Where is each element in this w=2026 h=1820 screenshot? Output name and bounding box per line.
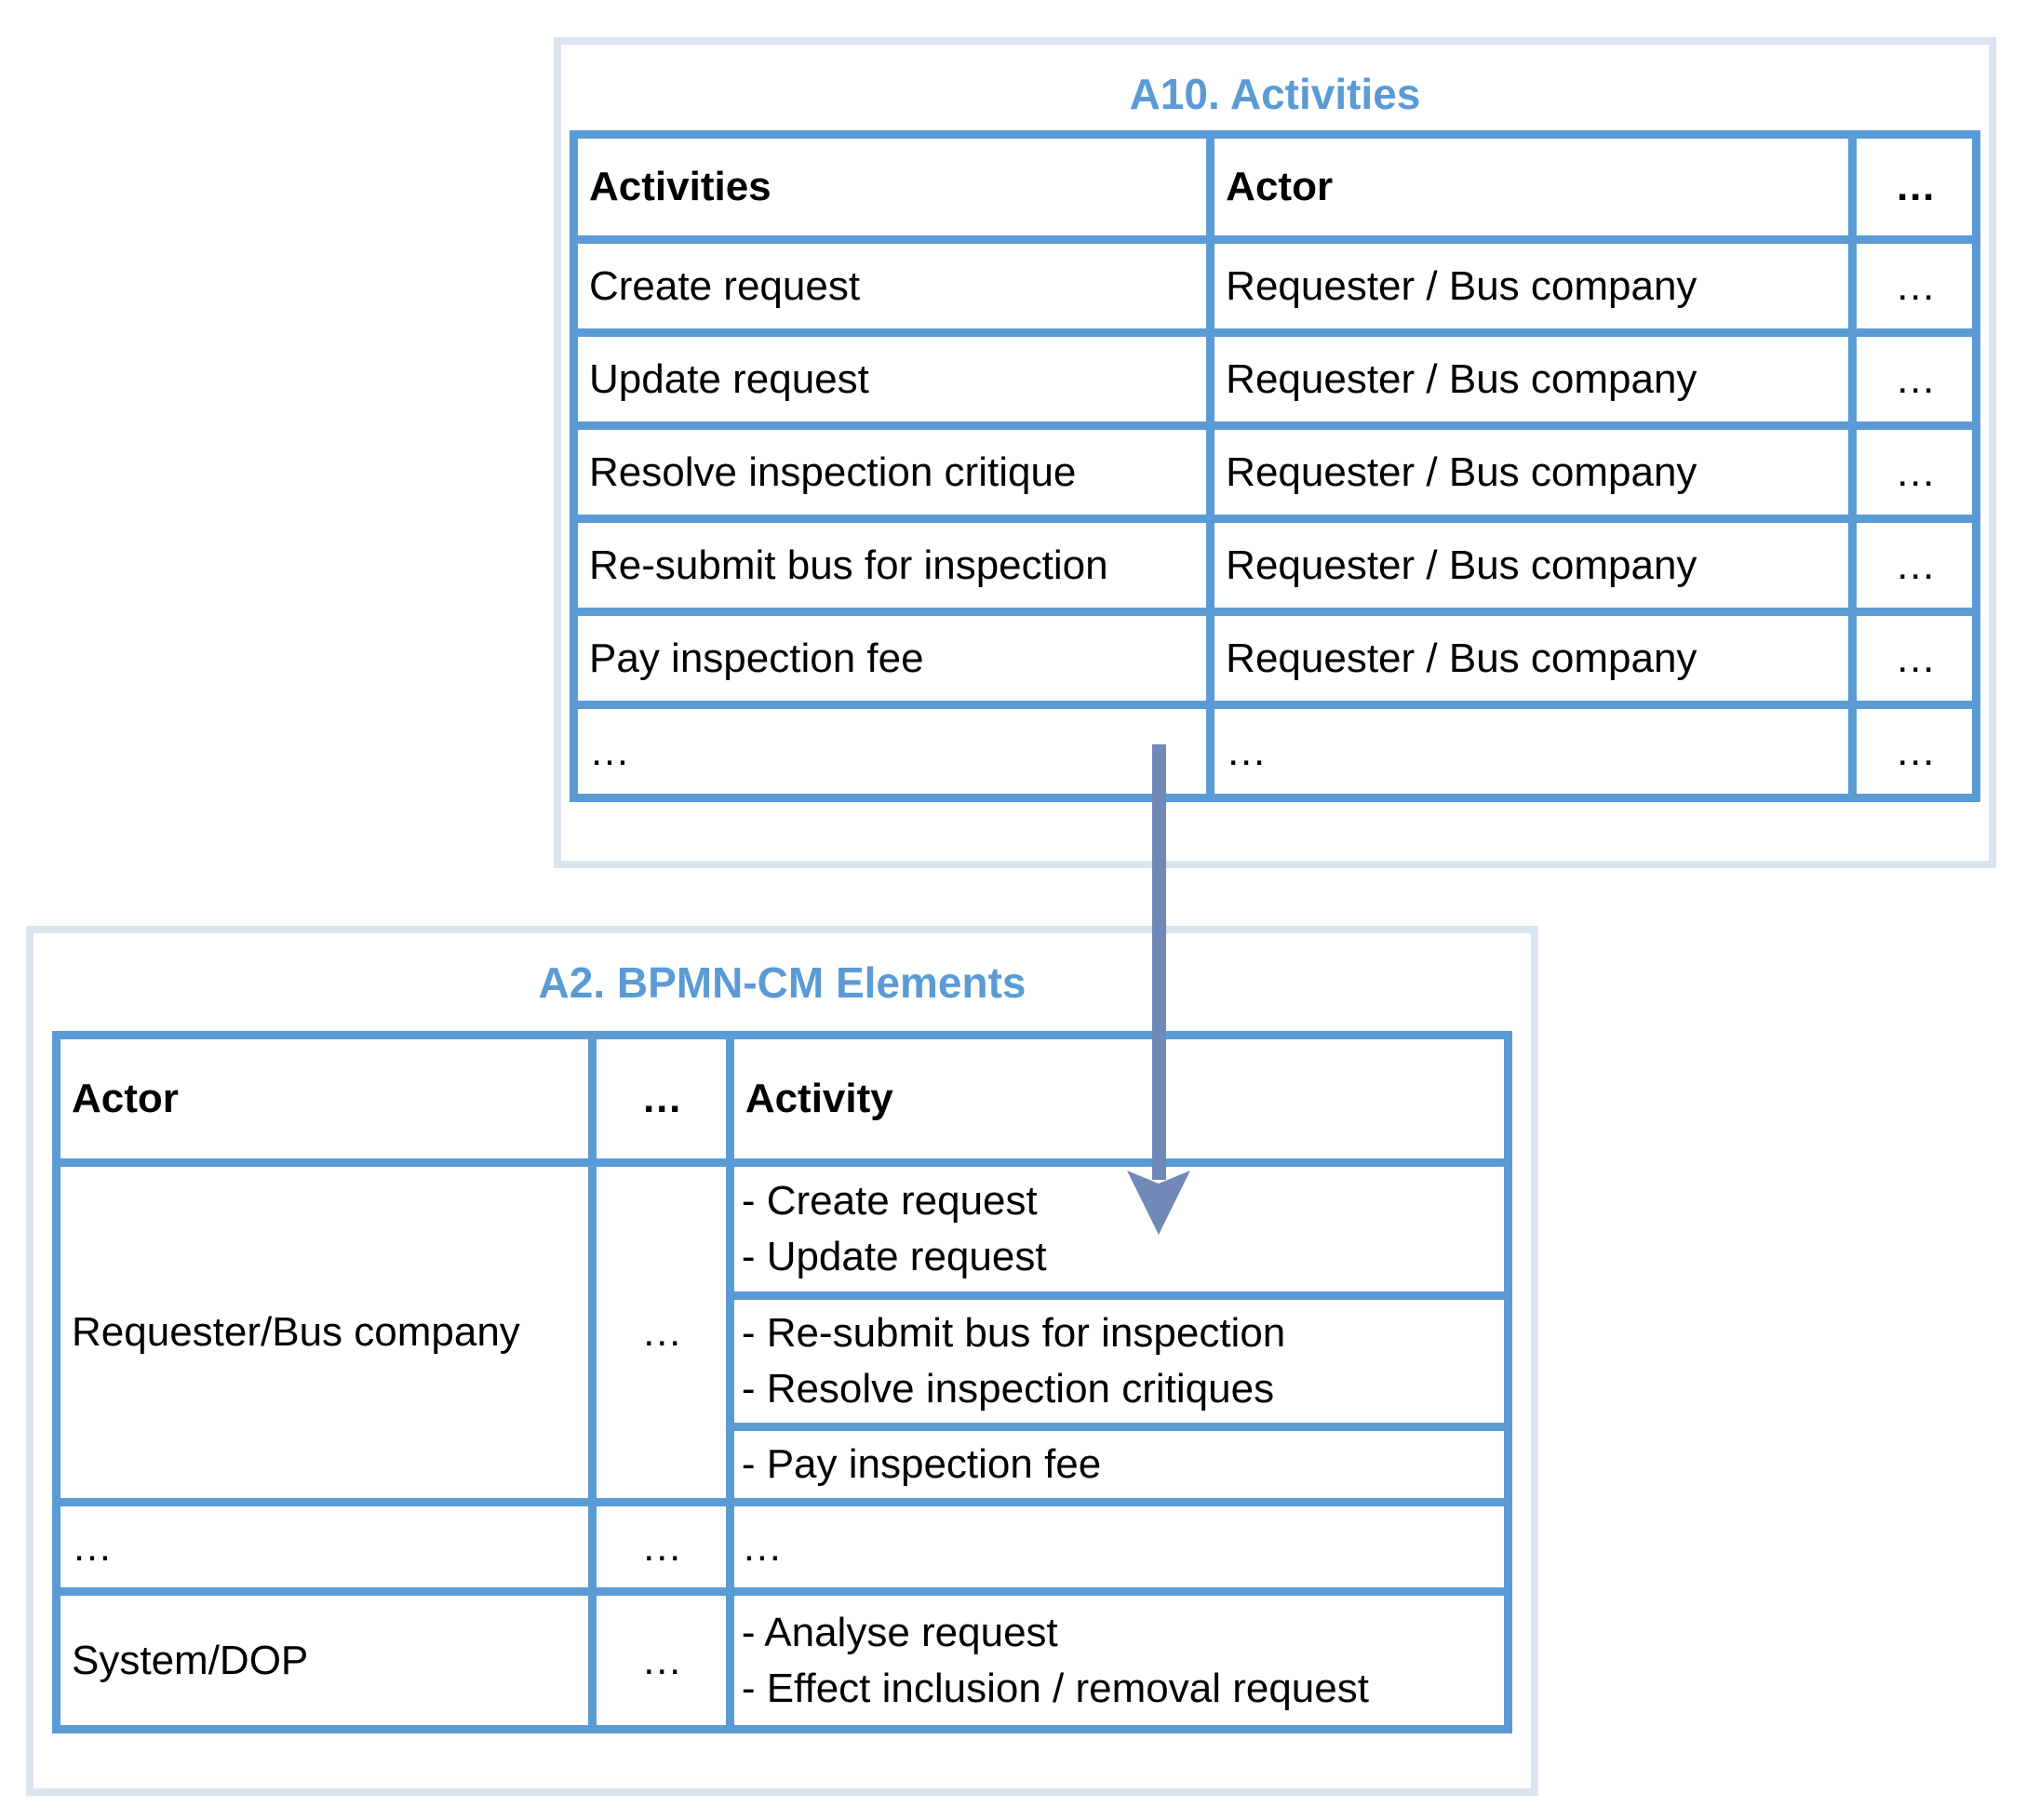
activity-group-cell: - Create request - Update request xyxy=(725,1158,1513,1300)
activity-line: - Resolve inspection critiques xyxy=(741,1366,1275,1412)
requester-row-activities-2: - Re-submit bus for inspection - Resolve… xyxy=(57,1291,1513,1431)
table-row: Re-submit bus for inspection Requester /… xyxy=(569,515,1980,616)
bpmn-header-row: Actor … Activity xyxy=(52,1031,1513,1167)
ellipsis-cell: … xyxy=(1848,328,1980,430)
header-activities: Activities xyxy=(569,130,1215,244)
actor-cell: … xyxy=(1206,701,1858,802)
actor-cell: Requester / Bus company xyxy=(1206,515,1858,616)
actor-cell: Requester/Bus company xyxy=(52,1158,597,1506)
activity-line: - Effect inclusion / removal request xyxy=(741,1665,1369,1711)
actor-cell: Requester / Bus company xyxy=(1206,235,1858,337)
table-row: Resolve inspection critique Requester / … xyxy=(569,422,1980,523)
ellipsis-cell: … xyxy=(1848,701,1980,802)
activity-line: - Re-submit bus for inspection xyxy=(741,1310,1286,1356)
activity-cell: Update request xyxy=(569,328,1215,430)
requester-row: Requester/Bus company … - Create request… xyxy=(52,1158,1513,1506)
bpmn-cm-panel-title: A2. BPMN-CM Elements xyxy=(538,958,1026,1007)
table-row: Pay inspection fee Requester / Bus compa… xyxy=(569,608,1980,709)
header-activity: Activity xyxy=(725,1031,1513,1167)
activity-group-cell: … xyxy=(725,1498,1513,1596)
ellipsis-row: … … … xyxy=(52,1498,1513,1596)
header-actor: Actor xyxy=(52,1031,597,1167)
activity-line: - Analyse request xyxy=(741,1609,1058,1655)
table-row: Create request Requester / Bus company … xyxy=(569,235,1980,337)
activity-cell: Re-submit bus for inspection xyxy=(569,515,1215,616)
ellipsis-cell: … xyxy=(1848,515,1980,616)
activity-cell: … xyxy=(569,701,1215,802)
header-ellipsis: … xyxy=(587,1031,734,1167)
table-row: … … … xyxy=(569,701,1980,802)
activity-group-cell: - Analyse request - Effect inclusion / r… xyxy=(725,1587,1513,1733)
ellipsis-cell: … xyxy=(1848,608,1980,709)
ellipsis-cell: … xyxy=(1848,422,1980,523)
ellipsis-cell: … xyxy=(587,1587,734,1733)
activities-table: Activities Actor … Create request Reques… xyxy=(569,130,1980,802)
header-actor: Actor xyxy=(1206,130,1858,244)
activities-header-row: Activities Actor … xyxy=(569,130,1980,244)
activity-cell: Resolve inspection critique xyxy=(569,422,1215,523)
ellipsis-cell: … xyxy=(587,1498,734,1596)
requester-row-activities-3: - Pay inspection fee xyxy=(57,1423,1513,1506)
activity-cell: Create request xyxy=(569,235,1215,337)
actor-cell: … xyxy=(52,1498,597,1596)
actor-cell: System/DOP xyxy=(52,1587,597,1733)
actor-cell: Requester / Bus company xyxy=(1206,422,1858,523)
activity-group-cell: - Re-submit bus for inspection - Resolve… xyxy=(725,1291,1513,1431)
activity-line: - Pay inspection fee xyxy=(741,1441,1102,1487)
ellipsis-cell: … xyxy=(587,1158,734,1506)
activities-panel: A10. Activities Activities Actor … Creat… xyxy=(554,37,1996,868)
actor-cell: Requester / Bus company xyxy=(1206,328,1858,430)
activity-line: - Create request xyxy=(741,1178,1038,1224)
header-ellipsis: … xyxy=(1848,130,1980,244)
bpmn-cm-elements-panel: A2. BPMN-CM Elements Actor … Activity Re… xyxy=(26,926,1538,1796)
activities-panel-title: A10. Activities xyxy=(1129,70,1421,118)
table-row: Update request Requester / Bus company … xyxy=(569,328,1980,430)
activity-line: - Update request xyxy=(741,1234,1047,1279)
system-row: System/DOP … - Analyse request - Effect … xyxy=(52,1587,1513,1733)
actor-cell: Requester / Bus company xyxy=(1206,608,1858,709)
bpmn-cm-elements-table: Actor … Activity Requester/Bus company …… xyxy=(52,1031,1513,1733)
activity-cell: Pay inspection fee xyxy=(569,608,1215,709)
activity-group-cell: - Pay inspection fee xyxy=(725,1423,1513,1506)
ellipsis-cell: … xyxy=(1848,235,1980,337)
